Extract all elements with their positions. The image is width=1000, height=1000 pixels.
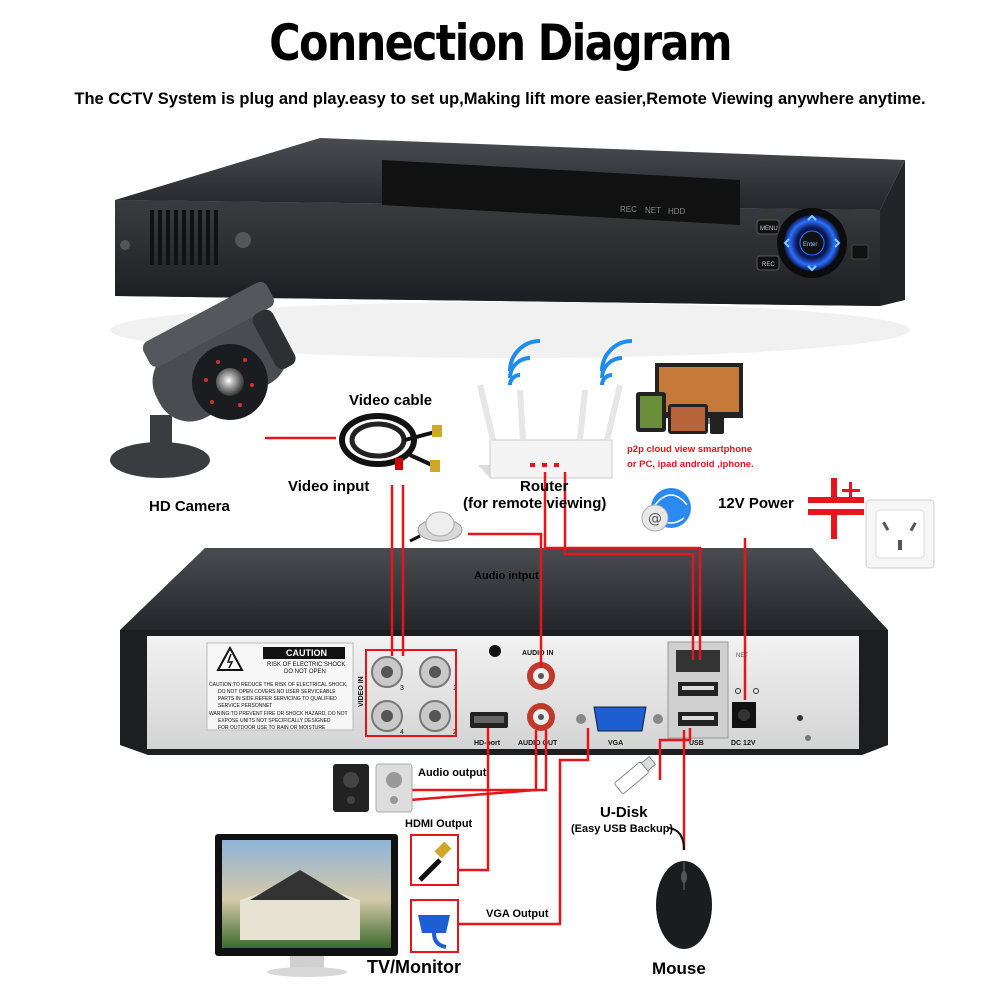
dpad-enter-label: Enter: [803, 242, 817, 248]
caution-label: CAUTION RISK OF ELECTRIC SHOCK DO NOT OP…: [206, 642, 354, 731]
caution-sub1: RISK OF ELECTRIC SHOCK: [267, 662, 345, 668]
caution-sub2: DO NOT OPEN: [284, 669, 326, 675]
vga-cable-image: [410, 899, 459, 953]
label-vga-output: VGA Output: [486, 908, 549, 920]
label-mouse: Mouse: [652, 959, 706, 978]
net-label: NET: [736, 653, 748, 659]
label-router-note: (for remote viewing): [463, 495, 607, 512]
vga-port[interactable]: VGA: [576, 706, 663, 747]
warning-line-3: PARTS IN SIDE.REFER SERVICING TO QUALIFI…: [218, 696, 337, 702]
usb-label: USB: [689, 740, 704, 747]
power-symbol-icon: [808, 478, 864, 539]
label-udisk: U-Disk: [600, 804, 648, 821]
dvr-front-device: REC NET HDD MENU REC Enter: [110, 138, 910, 358]
warning-line-7: FOR OUTDOOR USE TO RAIN OR MOISTURE: [218, 725, 326, 731]
label-hdmi-output: HDMI Output: [405, 818, 473, 830]
bnc-label-4: 4: [400, 729, 404, 736]
label-tv-monitor: TV/Monitor: [367, 957, 461, 977]
label-udisk-note: (Easy USB Backup): [571, 823, 674, 835]
audio-ports[interactable]: AUDIO IN AUDIO OUT: [518, 650, 558, 747]
hdmi-cable-image: [410, 834, 459, 886]
label-p2p-line1: p2p cloud view smartphone: [627, 444, 753, 455]
menu-button[interactable]: [756, 219, 780, 235]
label-video-input: Video input: [288, 478, 370, 495]
warning-line-5: WARING:TO PREVENT FIRE OR SHOCK HAZARD, …: [209, 711, 348, 717]
video-in-highlight: [365, 649, 457, 737]
label-p2p-line2: or PC, ipad android ,iphone.: [627, 459, 754, 470]
diagram-title: Connection Diagram: [269, 14, 732, 72]
indicator-hdd: HDD: [668, 207, 686, 216]
label-12v-power: 12V Power: [718, 495, 794, 512]
diagram-subtitle: The CCTV System is plug and play.easy to…: [74, 90, 926, 108]
display-window: [382, 160, 740, 225]
mouse-image: [656, 827, 712, 949]
indicator-net: NET: [645, 206, 661, 215]
label-video-cable: Video cable: [349, 392, 433, 409]
video-in-ports[interactable]: VIDEO IN 3 1 4 2: [358, 649, 457, 737]
video-in-label: VIDEO IN: [358, 676, 365, 707]
arrow-right-icon: [834, 238, 841, 248]
remote-devices-image: [636, 363, 743, 434]
screw-icon: [235, 232, 251, 248]
connection-wires: [390, 472, 747, 926]
bnc-label-3: 3: [400, 685, 404, 692]
audio-microphone-image: [409, 511, 463, 543]
vga-label: VGA: [608, 740, 623, 747]
net-usb-ports[interactable]: NET USB: [667, 641, 748, 747]
video-cable-image: [339, 413, 442, 472]
usb-stick-image: [614, 755, 657, 794]
indicator-rec: REC: [620, 205, 637, 214]
tv-monitor-image: [215, 834, 398, 977]
warning-line-4: SERVICE PERSONNET: [218, 703, 272, 709]
wall-outlet-image: [865, 499, 935, 569]
caution-title: CAUTION: [286, 648, 327, 658]
label-router: Router: [520, 478, 569, 495]
speakers-image: [333, 763, 413, 813]
rec-button[interactable]: [756, 255, 780, 271]
warning-line-1: CAUTION:TO REDUCE THE RISK OF ELECTRICAL…: [209, 682, 348, 688]
arrow-up-icon: [807, 214, 817, 221]
wifi-icon: [508, 339, 633, 386]
rec-button-label: REC: [762, 262, 775, 268]
arrow-left-icon: [783, 238, 790, 248]
audio-in-label: AUDIO IN: [522, 650, 554, 657]
dpad-control[interactable]: Enter: [777, 208, 847, 278]
vent-grille: [150, 210, 218, 265]
menu-button-label: MENU: [760, 226, 778, 232]
router-image: [477, 384, 623, 479]
label-audio-output: Audio output: [418, 767, 487, 779]
dc-label: DC 12V: [731, 740, 756, 747]
svg-text:@: @: [648, 511, 662, 527]
audio-out-label: AUDIO OUT: [518, 740, 558, 747]
internet-globe-icon: @: [641, 488, 691, 532]
arrow-down-icon: [807, 265, 817, 272]
warning-line-2: DO NOT OPEN COVERS.NO USER SERVICEABLE: [218, 689, 336, 695]
warning-line-6: EXPOSE UNITS NOT SPECIFICALLY DESIGNED: [218, 718, 331, 724]
hd-camera-image: [110, 282, 296, 478]
label-hd-camera: HD Camera: [149, 498, 230, 515]
dc-power-port[interactable]: DC 12V: [731, 688, 759, 748]
dvr-rear-device: CAUTION RISK OF ELECTRIC SHOCK DO NOT OP…: [120, 548, 888, 755]
label-audio-input: Audio intput: [474, 570, 539, 582]
power-button[interactable]: [851, 244, 869, 260]
